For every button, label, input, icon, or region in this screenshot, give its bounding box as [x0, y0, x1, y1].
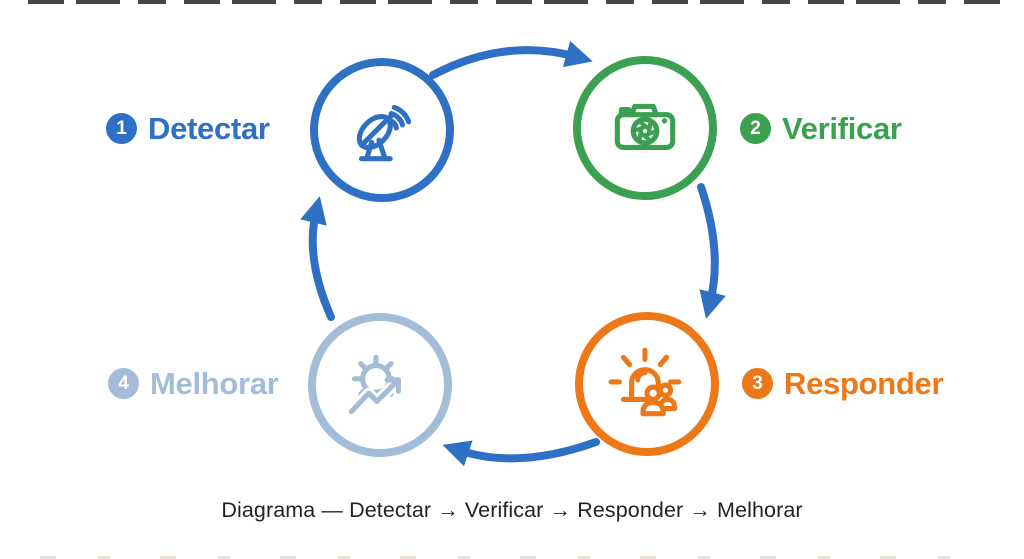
step-number-badge: 2 — [740, 112, 771, 144]
node-verificar — [573, 56, 717, 200]
step-label-responder: 3 Responder — [742, 365, 944, 401]
arrow-detectar-to-verificar — [429, 40, 593, 79]
camera-aperture-icon — [614, 103, 676, 151]
satellite-dish-icon — [356, 104, 412, 162]
arrow-verificar-to-responder — [697, 183, 726, 319]
clipped-text-artifact-top — [28, 0, 1002, 4]
arrow-responder-to-melhorar — [442, 438, 600, 467]
clipped-text-artifact-bottom — [40, 556, 994, 559]
step-label-text: Detectar — [148, 110, 270, 146]
step-label-text: Verificar — [782, 110, 902, 146]
step-number-badge: 3 — [742, 367, 773, 399]
gear-trend-arrow-icon — [345, 354, 405, 418]
node-detectar — [310, 58, 454, 202]
step-label-verificar: 2 Verificar — [740, 112, 902, 144]
arrow-melhorar-to-detectar — [300, 196, 335, 321]
step-label-text: Responder — [784, 365, 944, 401]
siren-people-icon — [608, 347, 682, 417]
step-number-badge: 1 — [106, 112, 137, 144]
node-melhorar — [308, 313, 452, 457]
diagram-caption: Diagrama — Detectar → Verificar → Respon… — [221, 498, 803, 522]
step-label-detectar: 1 Detectar — [106, 112, 270, 144]
node-responder — [575, 312, 719, 456]
step-label-melhorar: 4 Melhorar — [108, 367, 279, 399]
step-number-badge: 4 — [108, 367, 139, 399]
step-label-text: Melhorar — [150, 365, 279, 401]
